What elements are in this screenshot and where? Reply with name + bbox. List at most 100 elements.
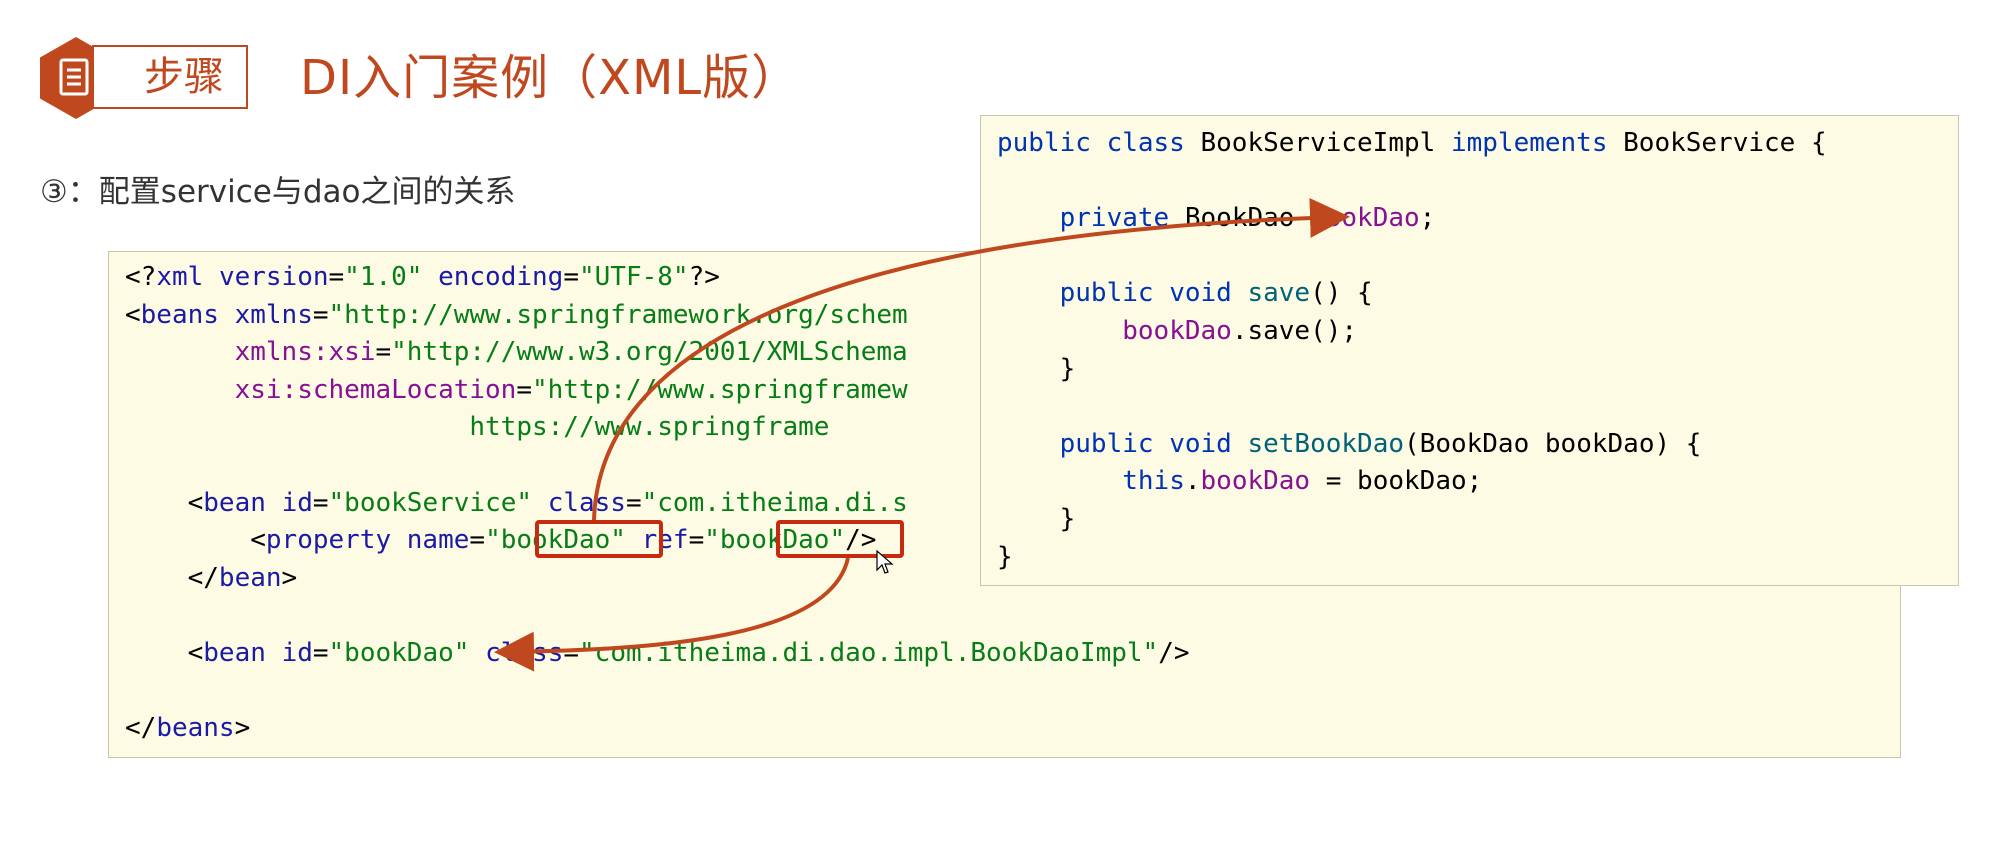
property-name-highlight [535, 520, 663, 558]
java-code-line: } [997, 538, 1013, 576]
java-code-token: (BookDao bookDao) { [1404, 428, 1702, 459]
xml-code-token: = [312, 487, 329, 518]
xml-code-token: </ [125, 562, 219, 593]
java-code-line: public void save() { [997, 274, 1373, 312]
java-code-line: private BookDao bookDao; [997, 199, 1436, 237]
java-code-token: ; [1419, 203, 1436, 234]
xml-code-line: </beans> [125, 709, 250, 747]
xml-code-token: "UTF-8" [578, 262, 689, 292]
java-code-token: public class [997, 128, 1201, 158]
document-icon [59, 58, 89, 96]
xml-code-token: bean [203, 487, 282, 518]
xml-code-line: xsi:schemaLocation="http://www.springfra… [125, 371, 908, 409]
java-code-line: bookDao.save(); [997, 312, 1357, 350]
xml-code-token: < [125, 525, 266, 556]
xml-code-token: /> [845, 525, 877, 556]
xml-code-token: encoding [438, 262, 564, 292]
java-code-token: . [1184, 466, 1201, 497]
xml-code-token: bean [218, 562, 282, 593]
xml-code-token: = [312, 299, 329, 330]
xml-code-token: < [125, 638, 204, 668]
java-code-token: bookDao [1200, 466, 1311, 497]
xml-code-token: beans [156, 713, 235, 744]
java-code-token: implements [1450, 128, 1624, 158]
java-code-token: = bookDao; [1310, 466, 1483, 497]
xml-code-token: name [406, 525, 470, 556]
xml-code-token: ref [641, 525, 689, 556]
xml-code-token: "http://www.springframework.org/schem [328, 299, 908, 330]
xml-code-token: "com.itheima.di.s [641, 487, 908, 518]
xml-code-line: https://www.springframe [125, 408, 829, 446]
xml-code-line: <?xml version="1.0" encoding="UTF-8"?> [125, 258, 720, 296]
xml-code-token: xmlns:xsi [234, 337, 376, 368]
java-code-line: public void setBookDao(BookDao bookDao) … [997, 425, 1702, 463]
xml-code-token: "bookService" [328, 487, 548, 518]
xml-code-token: "bookDao" [328, 638, 486, 668]
xml-code-line: <beans xmlns="http://www.springframework… [125, 296, 908, 334]
xml-code-token: class [547, 487, 626, 518]
xml-code-token: = [563, 638, 580, 668]
xml-code-token: id [281, 638, 313, 668]
xml-code-token: ?> [688, 262, 720, 292]
xml-code-token: "http://www.springframew [532, 374, 908, 405]
xml-code-token: "http://www.w3.org/2001/XMLSchema [391, 337, 908, 368]
xml-code-token: "bookDao" [485, 525, 642, 556]
xml-code-token: "1.0" [344, 262, 439, 292]
java-code-token: this [1122, 466, 1185, 497]
xml-code-token: version [218, 262, 329, 292]
xml-code-token: = [375, 337, 392, 368]
xml-code-token: <? [125, 262, 157, 292]
xml-code-token: = [625, 487, 642, 518]
ref-to-bean-arrow [494, 557, 850, 672]
java-code-line: } [997, 350, 1076, 388]
xml-code-token: > [234, 713, 251, 744]
xml-code-token: xsi:schemaLocation [234, 374, 517, 405]
java-code-token: BookServiceImpl [1200, 128, 1451, 158]
xml-code-token: property [265, 525, 407, 556]
java-code-token: } [997, 353, 1076, 384]
java-code-token: BookService { [1623, 128, 1827, 158]
xml-code-token: = [312, 638, 329, 668]
java-code-token: () { [1310, 278, 1373, 309]
xml-code-token: = [563, 262, 579, 292]
xml-code-token: xmlns [234, 299, 313, 330]
java-code-token: .save(); [1231, 316, 1358, 346]
xml-code-token: </ [125, 713, 157, 744]
java-service-code-block: public class BookServiceImpl implements … [980, 115, 1959, 586]
xml-code-token: id [281, 487, 313, 518]
name-to-field-arrow [592, 197, 1350, 521]
xml-code-token: < [125, 487, 204, 518]
property-ref-highlight [776, 520, 904, 558]
java-code-token: save [1247, 278, 1311, 309]
page-title: DI入门案例（XML版） [300, 50, 801, 106]
xml-code-line: <property name="bookDao" ref="bookDao"/> [125, 521, 876, 559]
step-label: 步骤 [92, 45, 248, 109]
xml-code-line: </bean> [125, 559, 298, 597]
xml-code-token: bean [203, 638, 282, 668]
java-code-token: setBookDao [1247, 428, 1405, 459]
java-code-token: } [997, 504, 1076, 534]
xml-code-token: xml [156, 262, 219, 292]
java-code-token: public void [1059, 278, 1248, 309]
mouse-cursor-icon [876, 550, 894, 574]
java-code-token: public void [1059, 428, 1248, 459]
xml-code-token: = [688, 525, 705, 556]
java-code-token: } [997, 541, 1013, 572]
java-code-line: this.bookDao = bookDao; [997, 462, 1482, 500]
xml-code-token: beans [140, 299, 235, 330]
xml-code-line: <bean id="bookService" class="com.itheim… [125, 484, 908, 522]
xml-code-token: = [328, 262, 345, 292]
xml-code-token: < [125, 299, 141, 330]
xml-code-token: https://www.springframe [469, 412, 830, 443]
xml-code-token: > [281, 562, 298, 593]
xml-code-token: /> [1158, 638, 1190, 668]
java-code-line: public class BookServiceImpl implements … [997, 124, 1827, 162]
step-description: ③：配置service与dao之间的关系 [40, 174, 516, 210]
java-code-token: bookDao [1122, 316, 1232, 346]
xml-code-token: = [469, 525, 486, 556]
xml-code-token: "bookDao" [704, 525, 846, 556]
java-code-line: } [997, 500, 1076, 538]
xml-code-line: xmlns:xsi="http://www.w3.org/2001/XMLSch… [125, 333, 908, 371]
xml-code-token: = [516, 374, 532, 405]
